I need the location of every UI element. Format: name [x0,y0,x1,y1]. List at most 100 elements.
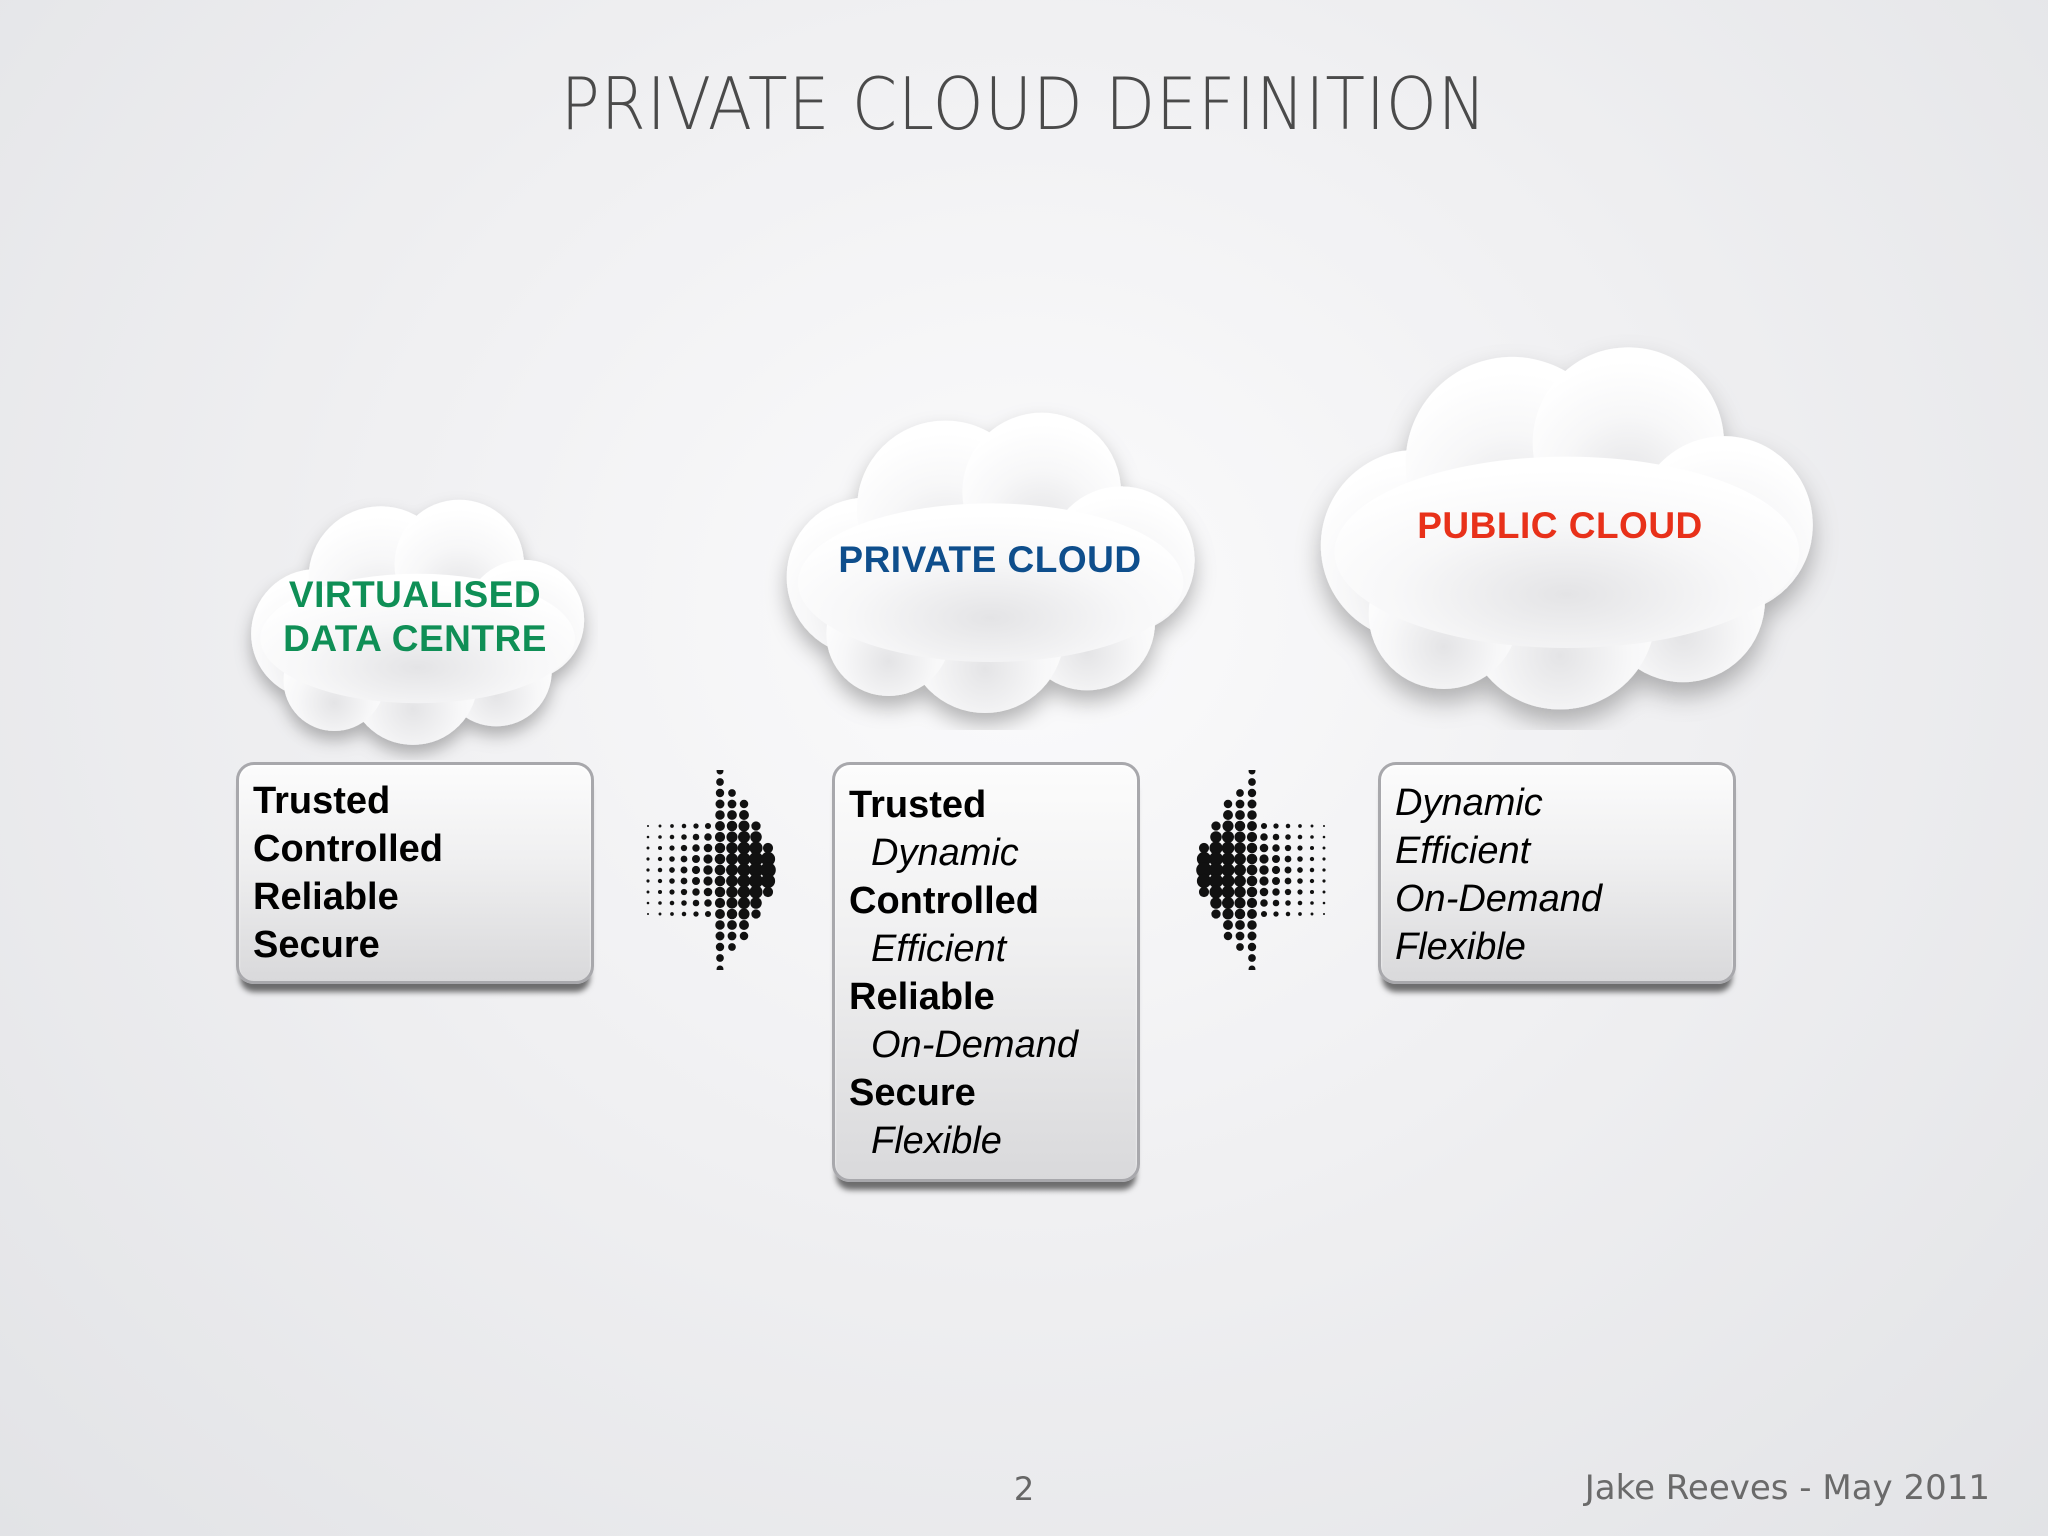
arrow-dot [1297,878,1303,884]
arrow-dot [1311,913,1314,916]
arrow-dot [670,912,674,916]
arrow-dot [1261,911,1267,917]
arrow-dot [693,900,700,907]
arrow-dot [1235,810,1245,820]
arrow-dot [658,868,662,872]
arrow-dot [1260,833,1268,841]
arrow-dot [1223,920,1233,930]
arrow-dot [1236,789,1244,797]
attribute-item: On-Demand [1395,875,1733,923]
arrow-dot [715,898,725,908]
attribute-item: Reliable [253,873,591,921]
virtualised-attributes-box: Trusted Controlled Reliable Secure [236,762,594,984]
arrow-dot [658,901,662,905]
arrow-dot [1247,810,1257,820]
arrow-dot [1273,911,1278,916]
arrow-dot [669,889,674,894]
arrow-dot [1285,867,1292,874]
arrow-dot [681,900,687,906]
arrow-dot [1199,887,1209,897]
arrow-dot [669,856,675,862]
arrow-dot [646,857,649,860]
arrow-dot [681,845,687,851]
virtualised-label-line2: DATA CENTRE [240,617,590,661]
arrow-dot [1248,932,1257,941]
arrow-dot [1211,909,1220,918]
arrow-dot [1197,874,1211,888]
arrow-dot [1224,800,1233,809]
arrow-dot [1298,824,1302,828]
arrow-dot [1248,789,1256,797]
arrow-dot [740,932,749,941]
arrow-dot [726,897,737,908]
arrow-dot [726,864,738,876]
arrow-dot [1234,864,1246,876]
arrow-dot [693,911,698,916]
attribute-item: Secure [849,1069,1137,1117]
arrow-dot [1323,847,1326,850]
arrow-dot [738,820,749,831]
arrow-dot [1322,879,1325,882]
private-cloud-label: PRIVATE CLOUD [780,538,1200,582]
attribute-item: Trusted [849,781,1137,829]
arrow-dot [658,835,662,839]
arrow-dot [647,847,650,850]
arrow-dot [1273,900,1280,907]
arrow-dot [1272,888,1279,895]
arrow-dot [1234,853,1246,865]
arrow-dot [1247,898,1257,908]
arrow-dot [1285,834,1291,840]
arrow-dot [715,876,726,887]
arrow-dot [647,836,650,839]
arrow-dot [1323,825,1325,827]
arrow-dot [1259,876,1268,885]
attribute-item: Controlled [253,825,591,873]
arrow-dot [670,835,675,840]
arrow-dot [739,920,749,930]
arrow-dot [682,824,687,829]
arrow-dot [727,810,737,820]
arrow-dot [738,897,750,909]
arrow-dot [704,888,713,897]
arrow-dot [726,842,738,854]
arrow-dot [715,832,725,842]
arrow-dot [681,878,688,885]
arrow-dot [693,823,698,828]
arrow-dot [659,825,662,828]
arrow-dot [1323,902,1326,905]
attribute-item: Efficient [849,925,1137,973]
arrow-dot [693,834,700,841]
arrow-dot [646,879,649,882]
arrow-dot [1285,845,1291,851]
arrow-dot [647,913,649,915]
arrow-dot [1285,900,1291,906]
arrow-dot [1286,824,1291,829]
arrow-dot [1236,932,1245,941]
arrow-dot [1211,821,1220,830]
arrow-dot [1234,897,1245,908]
arrow-dot [704,899,712,907]
virtualised-data-centre-label: VIRTUALISED DATA CENTRE [240,573,590,661]
private-cloud-attributes-box: Trusted Dynamic Controlled Efficient Rel… [832,762,1140,1182]
arrow-dot [1310,846,1314,850]
arrow-dot [716,932,725,941]
arrow-dot [1247,821,1257,831]
arrow-dot [1234,886,1246,898]
arrow-dot [1222,897,1234,909]
dotted-arrow-right-icon [636,770,786,970]
arrow-dot [1222,842,1235,855]
arrow-dot [692,855,700,863]
arrow-dot [715,887,725,897]
arrow-dot [658,857,662,861]
arrow-dot [1222,820,1233,831]
arrow-dot [1261,823,1267,829]
attribute-item: Flexible [1395,923,1733,971]
arrow-dot [715,920,725,930]
arrow-dot [1236,800,1245,809]
arrow-dot [681,856,688,863]
arrow-dot [763,887,773,897]
arrow-dot [740,800,749,809]
attribute-item: Controlled [849,877,1137,925]
arrow-dot [703,865,712,874]
arrow-dot [1310,857,1314,861]
